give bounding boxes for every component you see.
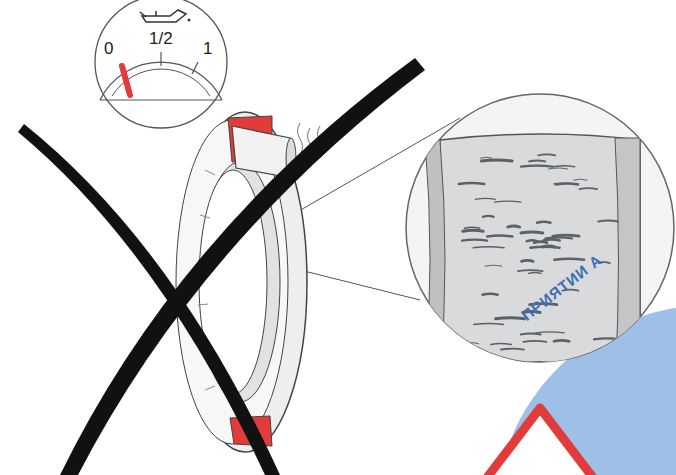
magnified-roller (406, 94, 674, 382)
oil-gauge (95, 0, 227, 128)
gauge-mark: 1 (203, 40, 212, 57)
gauge-mark: 0 (104, 40, 113, 57)
gauge-mark: 1/2 (149, 30, 173, 47)
prohibition-cross (18, 58, 425, 475)
